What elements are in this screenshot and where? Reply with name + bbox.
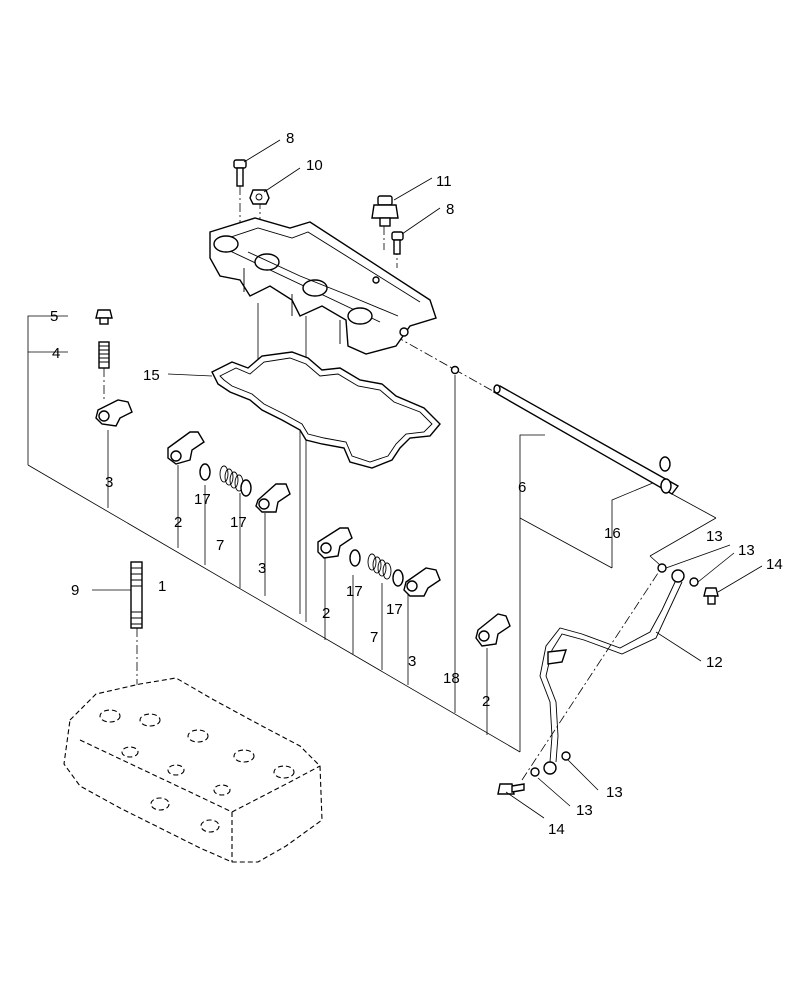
callout-7-right: 7: [370, 629, 378, 646]
callout-10: 10: [306, 157, 323, 174]
cover-hardware: [233, 159, 404, 255]
bolt-8-right: [391, 231, 404, 255]
o-ring-16: [659, 456, 671, 472]
callout-2-right: 2: [482, 693, 490, 710]
rocker-shaft: [492, 384, 680, 495]
callout-labels: 8 10 11 8 5 4 15 3 2 17 17 7 3 1 9 2 17 …: [50, 130, 783, 838]
spring-7-left: [219, 465, 244, 492]
rocker-arms: [95, 399, 511, 647]
plug-18: [450, 365, 460, 375]
callout-11: 11: [436, 173, 452, 190]
callout-1: 1: [158, 578, 166, 595]
callout-6: 6: [518, 479, 526, 496]
bolt-8-left: [233, 159, 247, 187]
callout-2-mid: 2: [322, 605, 330, 622]
callout-13-top: 13: [706, 528, 723, 545]
callout-leaders: [92, 139, 763, 819]
callout-15: 15: [143, 367, 160, 384]
stud-9: [130, 561, 143, 629]
screw-5: [95, 309, 113, 325]
callout-3-left: 3: [105, 474, 113, 491]
oil-pipe: [530, 563, 699, 777]
rocker-cover-gasket: [211, 351, 441, 469]
rocker-cover: [209, 217, 437, 355]
springs-and-rings: [199, 463, 404, 587]
callout-14-bottom: 14: [548, 821, 565, 838]
callout-4: 4: [52, 345, 60, 362]
callout-8-top: 8: [286, 130, 294, 147]
callout-17-c: 17: [346, 583, 363, 600]
callout-13-right: 13: [738, 542, 755, 559]
callout-3-mid: 3: [258, 560, 266, 577]
callout-2-left: 2: [174, 514, 182, 531]
callout-18: 18: [443, 670, 460, 687]
callout-12: 12: [706, 654, 723, 671]
callout-13-bottom-left: 13: [576, 802, 593, 819]
callout-3-right: 3: [408, 653, 416, 670]
fitting-11: [371, 195, 399, 227]
banjo-bolts-14: [497, 587, 719, 795]
callout-17-b: 17: [230, 514, 247, 531]
cylinder-head: [63, 677, 323, 863]
callout-5: 5: [50, 308, 58, 325]
stud-4: [98, 341, 110, 369]
callout-8-right: 8: [446, 201, 454, 218]
callout-7-left: 7: [216, 537, 224, 554]
callout-14-top: 14: [766, 556, 783, 573]
spring-7-right: [367, 553, 392, 580]
callout-17-a: 17: [194, 491, 211, 508]
callout-9: 9: [71, 582, 79, 599]
assembly-bracket-lines: [27, 186, 717, 781]
callout-16: 16: [604, 525, 621, 542]
nut-10: [249, 189, 270, 205]
callout-17-d: 17: [386, 601, 403, 618]
callout-13-bottom-right: 13: [606, 784, 623, 801]
